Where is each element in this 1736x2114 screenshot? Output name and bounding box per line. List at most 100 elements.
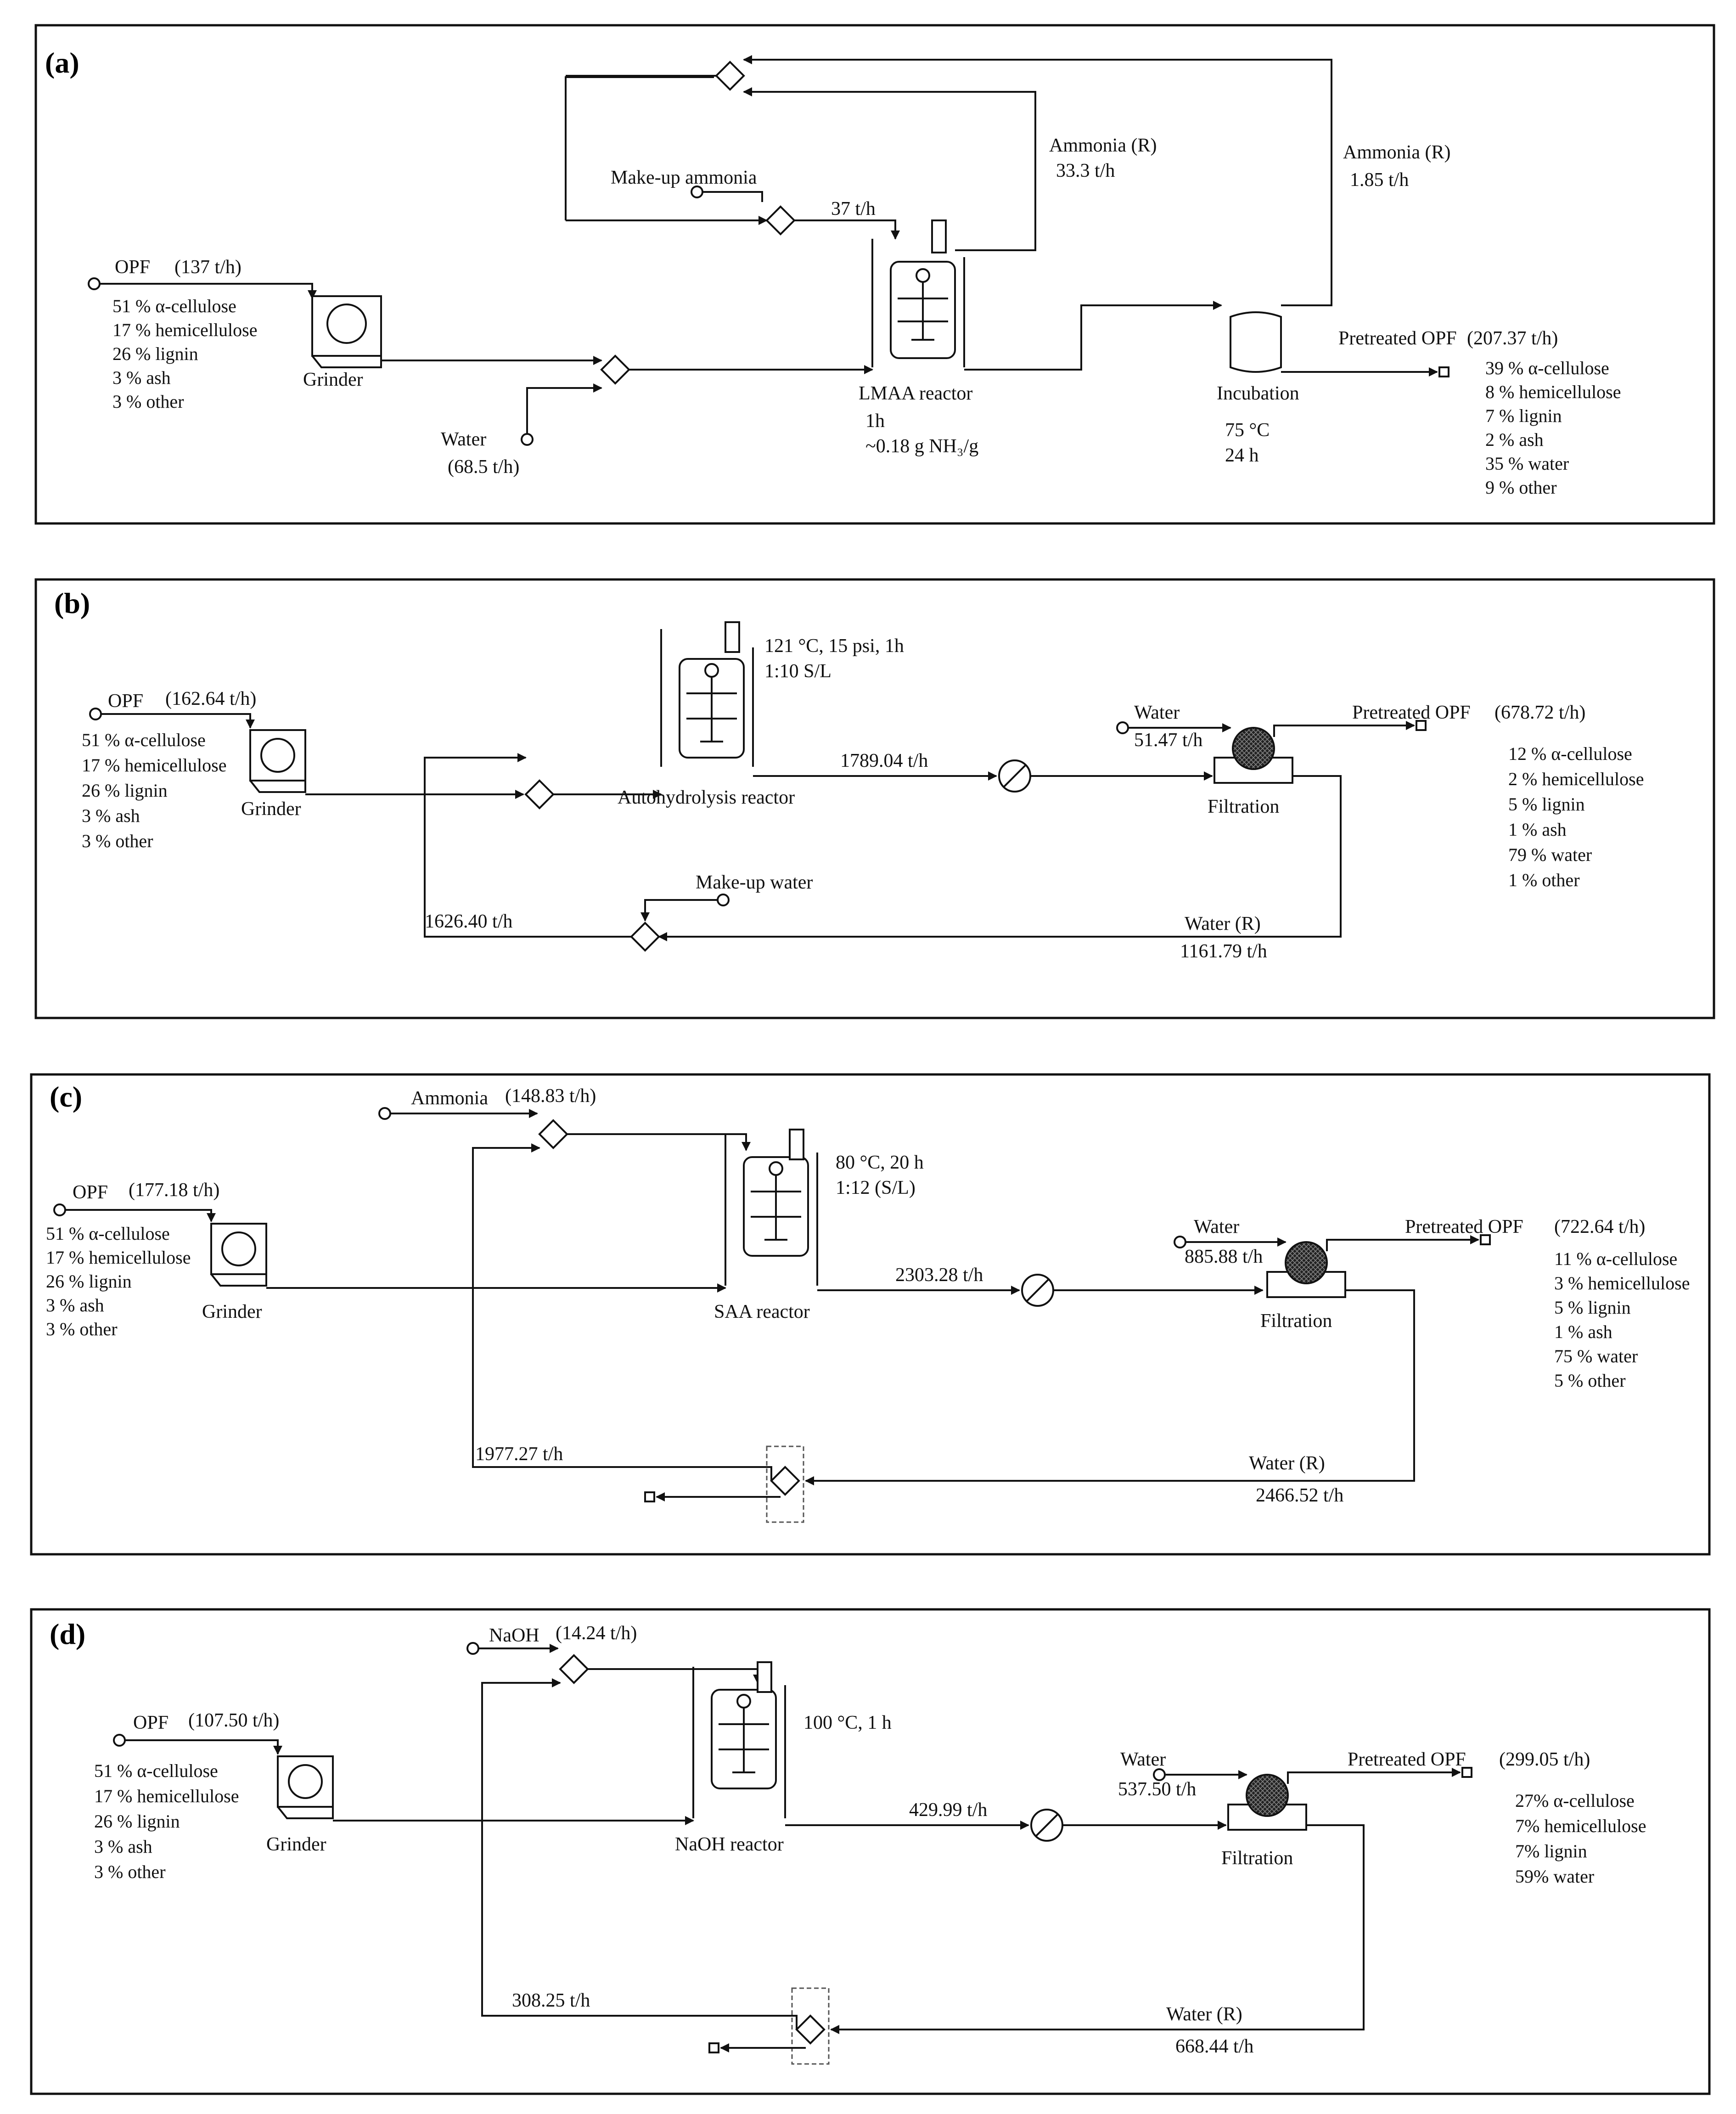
opf-feed-node (89, 708, 102, 720)
opf-flow: (162.64 t/h) (165, 688, 256, 709)
composition-item: 3 % ash (94, 1836, 152, 1857)
opf-flow: (107.50 t/h) (188, 1710, 279, 1731)
product-composition: 39 % α-cellulose 8 % hemicellulose 7 % l… (1485, 358, 1621, 498)
opf-label: OPF (73, 1182, 108, 1203)
ammonia-recycle-label: Ammonia (R) (1049, 135, 1157, 156)
water-label: Water (441, 429, 486, 450)
water-feed-node (521, 433, 534, 446)
composition-item: 1 % other (1508, 870, 1580, 890)
composition-item: 3 % other (82, 831, 153, 851)
mixer-icon (600, 354, 630, 385)
grinder-icon (311, 295, 382, 368)
water-label: Water (1194, 1216, 1239, 1237)
opf-feed-node (88, 277, 101, 290)
reactor-condition: 121 °C, 15 psi, 1h (764, 635, 904, 657)
composition-item: 17 % hemicellulose (94, 1786, 239, 1806)
panel-d: (d) NaOH (14.24 t/h) OPF (107.50 t/h) 51… (30, 1608, 1711, 2095)
composition-item: 3 % other (94, 1861, 166, 1882)
composition-item: 1 % ash (1554, 1321, 1612, 1342)
composition-item: 17 % hemicellulose (82, 755, 226, 776)
recycle-flow: 308.25 t/h (512, 1990, 590, 2011)
composition-item: 9 % other (1485, 477, 1557, 498)
product-flow: (722.64 t/h) (1554, 1216, 1645, 1237)
grinder-label: Grinder (266, 1834, 326, 1855)
reactor-condition: 80 °C, 20 h (836, 1152, 924, 1173)
product-flow: (299.05 t/h) (1499, 1749, 1590, 1770)
water-flow: (68.5 t/h) (448, 456, 519, 478)
ammonia-recycle-flow: 1.85 t/h (1350, 169, 1409, 191)
composition-item: 3 % hemicellulose (1554, 1273, 1690, 1293)
composition-item: 3 % other (112, 391, 184, 412)
makeup-water-node (717, 894, 730, 906)
composition-item: 75 % water (1554, 1346, 1638, 1366)
composition-item: 51 % α-cellulose (46, 1223, 170, 1244)
product-composition: 11 % α-cellulose 3 % hemicellulose 5 % l… (1554, 1248, 1690, 1391)
water-recycle-label: Water (R) (1185, 913, 1261, 934)
composition-item: 2 % ash (1485, 429, 1544, 450)
ammonia-recycle-label: Ammonia (R) (1343, 142, 1450, 163)
water-flow: 537.50 t/h (1118, 1779, 1196, 1800)
water-recycle-flow: 1161.79 t/h (1180, 941, 1267, 962)
product-label: Pretreated OPF (1405, 1216, 1523, 1237)
reactor-condition: 1:12 (S/L) (836, 1177, 916, 1198)
splitter-box (766, 1445, 804, 1523)
panel-d-label: (d) (50, 1618, 85, 1650)
composition-item: 2 % hemicellulose (1508, 769, 1644, 789)
product-node (1416, 720, 1427, 731)
opf-label: OPF (133, 1712, 169, 1733)
composition-item: 5 % lignin (1554, 1297, 1631, 1318)
flow-37: 37 t/h (831, 198, 876, 219)
purge-node (644, 1491, 655, 1502)
opf-feed-node (113, 1734, 126, 1747)
composition-item: 8 % hemicellulose (1485, 382, 1621, 402)
composition-item: 5 % other (1554, 1370, 1626, 1391)
composition-item: 27% α-cellulose (1515, 1790, 1635, 1811)
mixer-icon (538, 1119, 568, 1149)
composition-item: 7 % lignin (1485, 405, 1562, 426)
composition-item: 51 % α-cellulose (112, 296, 236, 316)
makeup-water-label: Make-up water (696, 872, 813, 893)
splitter-icon (795, 2014, 826, 2045)
water-recycle-flow: 668.44 t/h (1175, 2036, 1253, 2057)
ammonia-flow: (148.83 t/h) (505, 1085, 596, 1107)
grinder-label: Grinder (303, 369, 363, 390)
product-flow: (207.37 t/h) (1467, 328, 1558, 349)
opf-composition: 51 % α-cellulose 17 % hemicellulose 26 %… (82, 730, 226, 851)
product-flow: (678.72 t/h) (1494, 702, 1585, 723)
composition-item: 51 % α-cellulose (82, 730, 206, 750)
opf-feed-node (53, 1203, 66, 1216)
product-label: Pretreated OPF (1338, 328, 1457, 349)
panel-c-label: (c) (50, 1080, 82, 1113)
composition-item: 5 % lignin (1508, 794, 1585, 815)
ammonia-recycle-flow: 33.3 t/h (1056, 160, 1115, 181)
product-node (1461, 1767, 1472, 1778)
makeup-ammonia-node (691, 186, 703, 198)
main-flow: 2303.28 t/h (895, 1265, 983, 1286)
filtration-icon (1214, 727, 1293, 784)
composition-item: 3 % ash (46, 1295, 104, 1316)
splitter-box (791, 1987, 830, 2065)
reactor-condition: 1h (865, 410, 885, 432)
grinder-icon (249, 729, 306, 793)
lmaa-reactor-icon (871, 219, 965, 367)
opf-composition: 51 % α-cellulose 17 % hemicellulose 26 %… (46, 1223, 191, 1339)
composition-item: 39 % α-cellulose (1485, 358, 1609, 378)
opf-label: OPF (115, 257, 150, 278)
filtration-label: Filtration (1260, 1310, 1332, 1332)
lmaa-reactor-label: LMAA reactor (859, 383, 972, 404)
water-flow: 51.47 t/h (1134, 730, 1202, 751)
composition-item: 79 % water (1508, 844, 1592, 865)
splitter-icon (715, 61, 745, 91)
water-flow: 885.88 t/h (1185, 1246, 1263, 1267)
splitter-icon (770, 1466, 800, 1496)
grinder-label: Grinder (241, 798, 301, 820)
water-feed-node (1116, 721, 1129, 734)
incubation-label: Incubation (1217, 383, 1299, 404)
product-composition: 27% α-cellulose 7% hemicellulose 7% lign… (1515, 1790, 1646, 1887)
water-recycle-flow: 2466.52 t/h (1256, 1485, 1343, 1506)
composition-item: 59% water (1515, 1866, 1594, 1887)
naoh-feed-node (466, 1642, 479, 1655)
ammonia-label: Ammonia (411, 1088, 488, 1109)
reactor-condition: 100 °C, 1 h (803, 1712, 892, 1733)
